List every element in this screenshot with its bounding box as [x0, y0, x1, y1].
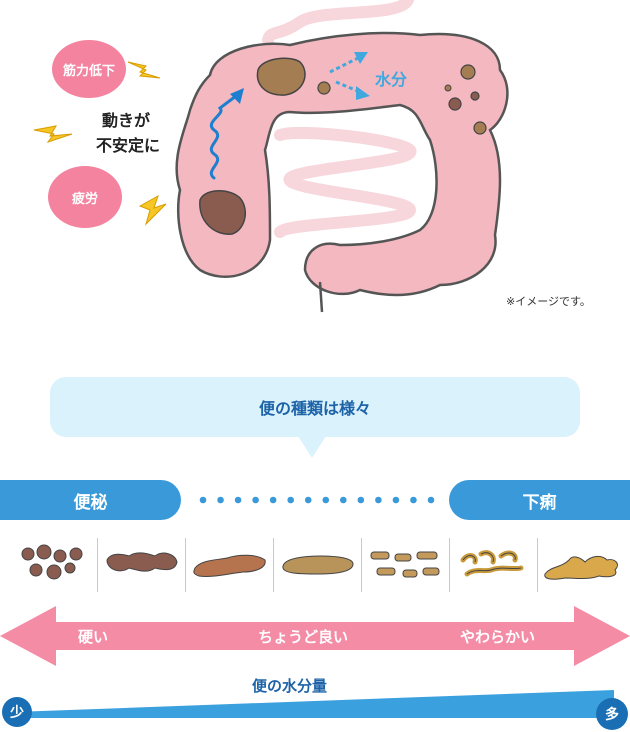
connector-dot [357, 496, 365, 504]
stool-types-row [10, 534, 620, 596]
hardness-arrow-shape [0, 606, 630, 666]
connector-dot [199, 496, 207, 504]
just-right-label: ちょうど良い [258, 628, 349, 646]
divider [537, 538, 538, 592]
motion-text-line1: 動きが [102, 111, 151, 130]
fatigue-label: 疲労 [71, 191, 98, 207]
stool-type-1 [21, 544, 83, 580]
divider [273, 538, 274, 592]
small-intestine [262, 0, 417, 238]
connector-dot [322, 496, 330, 504]
fatigue-bubble: 疲労 [48, 166, 122, 228]
types-banner: 便の種類は様々 [50, 377, 580, 437]
hard-label: 硬い [78, 628, 109, 646]
high-marker: 多 [596, 698, 628, 730]
diarrhea-pill: 下痢 [449, 480, 630, 520]
connector-dot [304, 496, 312, 504]
lightning-icon [138, 194, 167, 226]
connector-dot [269, 496, 277, 504]
connector-dot [427, 496, 435, 504]
motion-text: 動きが 不安定に [96, 108, 160, 158]
stool-type-3 [193, 554, 266, 577]
low-marker: 少 [2, 697, 32, 727]
connector-dot [392, 496, 400, 504]
stool-type-6 [460, 550, 524, 577]
motion-text-line2: 不安定に [96, 136, 161, 155]
stool-mid [256, 57, 306, 96]
large-intestine [175, 31, 509, 297]
intestine-illustration [33, 0, 509, 313]
water-label: 水分 [375, 70, 408, 89]
connector-dot [287, 496, 294, 504]
stool-large [199, 190, 247, 235]
water-content-title: 便の水分量 [252, 677, 328, 695]
muscle-weakness-bubble: 筋力低下 [52, 40, 126, 98]
movement-arrow [209, 94, 238, 180]
stool-type-4 [282, 555, 354, 575]
types-banner-tail [298, 436, 326, 458]
divider [361, 538, 362, 592]
soft-label: やわらかい [460, 628, 536, 646]
types-banner-text: 便の種類は様々 [258, 399, 371, 418]
dotted-connector [199, 496, 435, 504]
stool-type-2 [106, 552, 178, 572]
connector-dot [375, 496, 382, 504]
diarrhea-label: 下痢 [522, 492, 557, 513]
connector-dot [234, 496, 242, 504]
stool-type-5 [370, 551, 440, 578]
divider [97, 538, 98, 592]
high-label: 多 [605, 707, 619, 723]
hardness-arrow [0, 606, 630, 666]
connector-dot [410, 496, 417, 504]
muscle-weakness-label: 筋力低下 [62, 63, 115, 79]
constipation-label: 便秘 [73, 492, 108, 513]
connector-dot [217, 496, 224, 504]
stool-type-7 [544, 555, 618, 580]
low-label: 少 [10, 705, 24, 721]
connector-dot [252, 496, 259, 504]
divider [185, 538, 186, 592]
water-wedge-shape [14, 690, 614, 718]
image-note: ※イメージです。 [506, 295, 591, 308]
water-wedge [14, 690, 614, 718]
connector-dot [340, 496, 347, 504]
constipation-pill: 便秘 [0, 480, 181, 520]
divider [449, 538, 450, 592]
lightning-icon [127, 61, 161, 79]
lightning-icon [33, 125, 73, 143]
